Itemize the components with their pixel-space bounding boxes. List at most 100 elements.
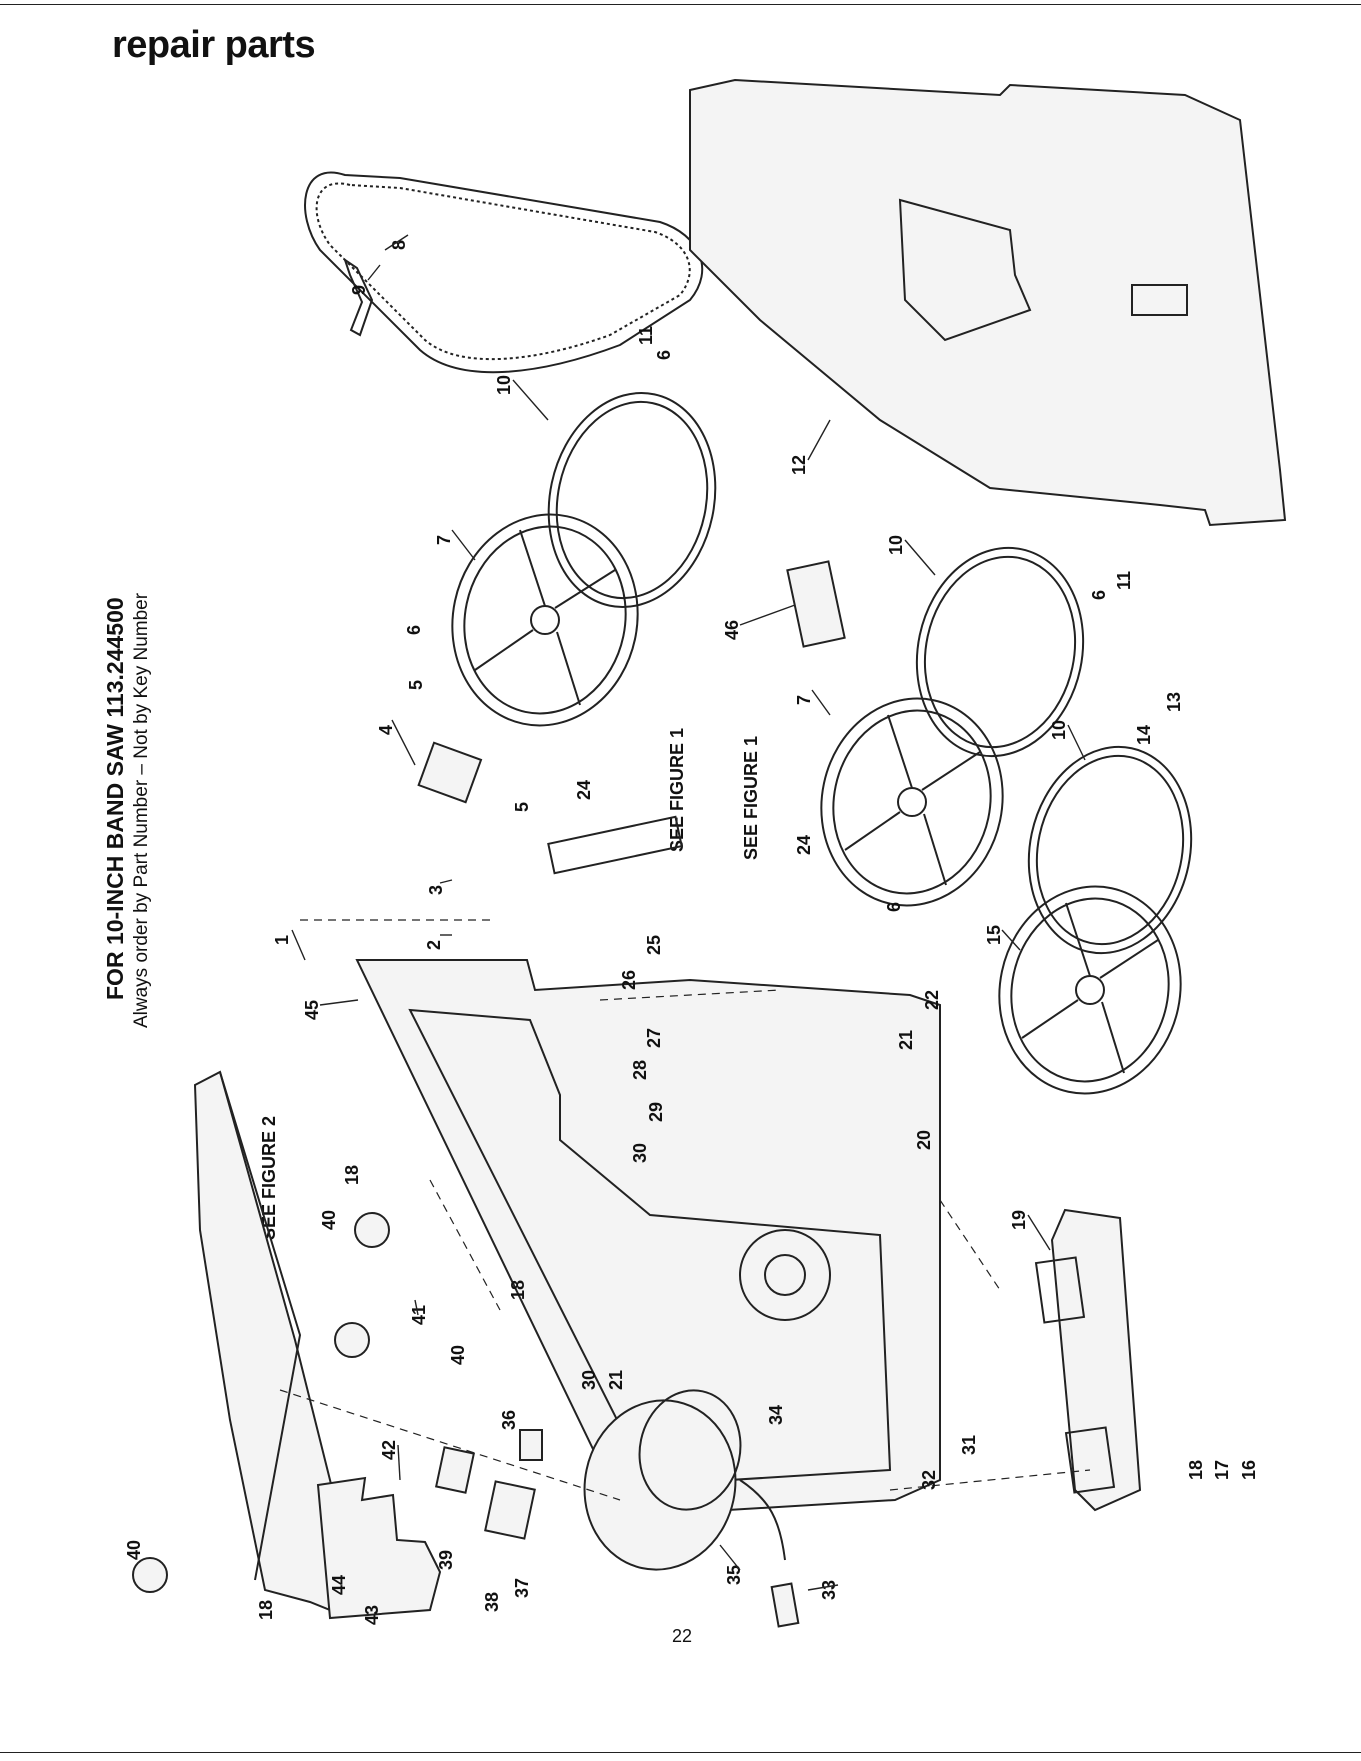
- strain-relief: [434, 1446, 476, 1494]
- upper-rear-tire: [547, 391, 717, 609]
- upper-front-tire-inner: [923, 555, 1077, 749]
- power-cord-plug: [770, 1582, 800, 1628]
- page-title: repair parts: [112, 24, 316, 66]
- callout-16: 16: [1239, 1460, 1259, 1480]
- diagram-heading: FOR 10-INCH BAND SAW 113.244500: [102, 597, 128, 1000]
- blade-guide-arm: [547, 815, 683, 875]
- callout-44: 44: [329, 1575, 349, 1595]
- callout-14: 14: [1134, 725, 1154, 745]
- blade-guide-bracket: [417, 741, 483, 804]
- callout-41: 41: [409, 1305, 429, 1325]
- knob-middle: [334, 1322, 370, 1358]
- wheel-cover-window: [1131, 284, 1188, 316]
- power-cord: [739, 1479, 786, 1561]
- callout-5a: 5: [406, 680, 426, 690]
- callout-43: 43: [362, 1605, 382, 1625]
- switch-key: [519, 1429, 543, 1461]
- lower-rear-wheel: [820, 697, 1004, 907]
- see-figure-2-label: SEE FIGURE 2: [259, 1116, 279, 1240]
- callout-31: 31: [959, 1435, 979, 1455]
- callout-11b: 11: [1114, 571, 1134, 590]
- callout-18c: 18: [508, 1280, 528, 1300]
- callout-27: 27: [644, 1028, 664, 1048]
- callout-10c: 10: [1049, 720, 1069, 740]
- callout-39: 39: [436, 1550, 456, 1570]
- base-pad-upper: [1034, 1256, 1086, 1324]
- callout-18a: 18: [1186, 1460, 1206, 1480]
- callout-30a: 30: [630, 1143, 650, 1163]
- leader-lines: [291, 234, 1086, 1591]
- callout-42: 42: [379, 1440, 399, 1460]
- callout-21b: 21: [606, 1370, 626, 1390]
- callout-25: 25: [644, 935, 664, 955]
- callout-40b: 40: [448, 1345, 468, 1365]
- callout-21a: 21: [896, 1030, 916, 1050]
- frame-hub: [739, 1229, 831, 1321]
- callout-32: 32: [919, 1470, 939, 1490]
- assembly-line-4: [889, 1469, 1091, 1491]
- callout-26: 26: [619, 970, 639, 990]
- callout-40a: 40: [319, 1210, 339, 1230]
- callout-10b: 10: [886, 535, 906, 555]
- knob-upper: [354, 1212, 390, 1248]
- motor-end-cap: [638, 1389, 742, 1511]
- callout-11a: 11: [636, 326, 656, 345]
- switch: [484, 1480, 536, 1540]
- lower-front-tire-inner: [1035, 754, 1185, 946]
- callout-22: 22: [922, 990, 942, 1010]
- callout-7b: 7: [794, 695, 814, 705]
- see-figure-1-lower-label: SEE FIGURE 1: [741, 736, 761, 860]
- wheel-cover: [689, 78, 1287, 527]
- switch-plate: [316, 1476, 442, 1620]
- assembly-line-6: [279, 1389, 621, 1501]
- callout-33: 33: [819, 1580, 839, 1600]
- callout-15: 15: [984, 925, 1004, 945]
- saw-blade-inner-edge: [315, 182, 691, 361]
- callout-9: 9: [349, 285, 369, 295]
- callout-38: 38: [482, 1592, 502, 1612]
- callout-5b: 5: [512, 802, 532, 812]
- callout-28: 28: [630, 1060, 650, 1080]
- insert-46: [786, 560, 846, 648]
- saw-table: [193, 1070, 362, 1614]
- callout-34: 34: [766, 1405, 786, 1425]
- callout-7a: 7: [434, 535, 454, 545]
- callout-40c: 40: [124, 1540, 144, 1560]
- diagram-subheading: Always order by Part Number – Not by Key…: [131, 592, 152, 1028]
- upper-rear-tire-inner: [555, 400, 709, 600]
- motor: [583, 1399, 737, 1571]
- saw-base: [1050, 1208, 1142, 1512]
- callout-10a: 10: [494, 375, 514, 395]
- assembly-line-2: [599, 989, 781, 1001]
- callout-36: 36: [499, 1410, 519, 1430]
- assembly-line-3: [939, 1199, 1001, 1291]
- callout-29: 29: [646, 1102, 666, 1122]
- callout-24a: 24: [574, 780, 594, 800]
- callout-24b: 24: [794, 835, 814, 855]
- callout-6b: 6: [654, 350, 674, 360]
- callout-18d: 18: [256, 1600, 276, 1620]
- callout-4: 4: [376, 725, 396, 735]
- blade-guard-bar: [343, 257, 374, 337]
- callout-6a: 6: [404, 625, 424, 635]
- callout-8: 8: [389, 240, 409, 250]
- callout-2: 2: [424, 940, 444, 950]
- saw-table-top-edge: [219, 1071, 302, 1581]
- callout-45: 45: [302, 1000, 322, 1020]
- assembly-line-5: [429, 1179, 501, 1311]
- callout-3: 3: [426, 885, 446, 895]
- drive-wheel: [998, 885, 1182, 1095]
- callout-19: 19: [1009, 1210, 1029, 1230]
- upper-front-tire: [915, 546, 1085, 758]
- see-figure-1-upper-label: SEE FIGURE 1: [667, 728, 687, 852]
- callout-46: 46: [722, 620, 742, 640]
- callout-6c: 6: [1089, 590, 1109, 600]
- lower-front-tire: [1027, 745, 1193, 955]
- knob-lower: [132, 1557, 168, 1593]
- callout-30b: 30: [579, 1370, 599, 1390]
- callout-20: 20: [914, 1130, 934, 1150]
- callout-12: 12: [789, 455, 809, 475]
- frame-hub-inner: [764, 1254, 806, 1296]
- callout-18b: 18: [342, 1165, 362, 1185]
